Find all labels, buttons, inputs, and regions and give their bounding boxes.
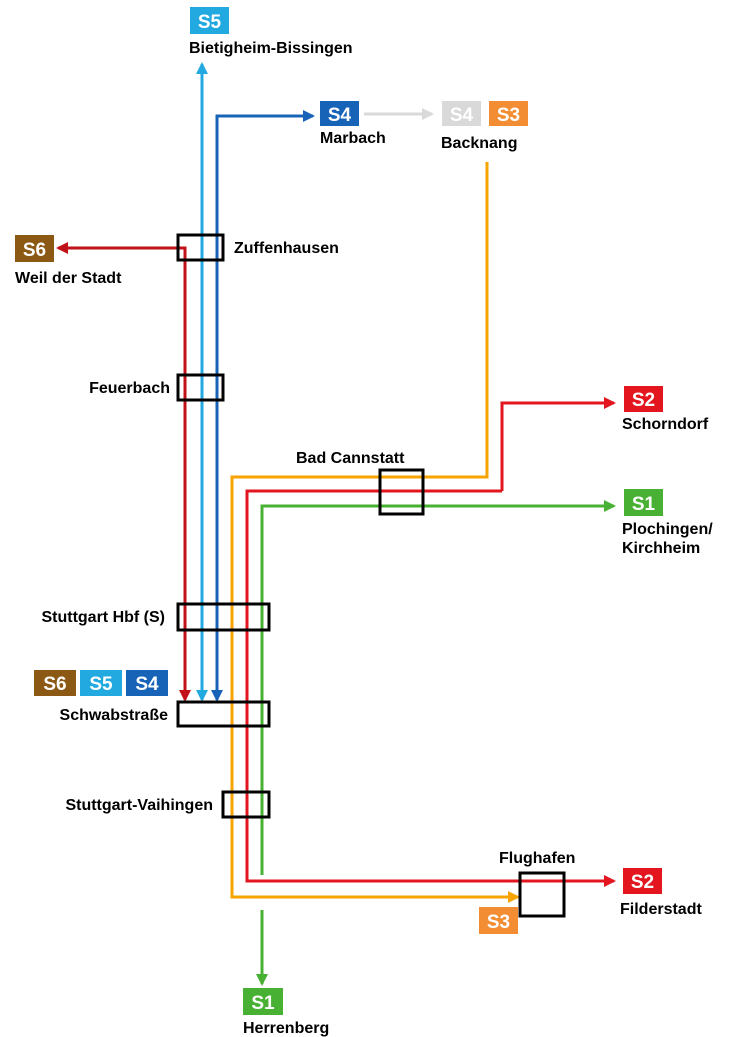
destination-bietigheim-bissingen: Bietigheim-Bissingen [189, 40, 353, 57]
badge-s3-flughafen: S3 [479, 907, 518, 934]
station-box-schwabstrasse [176, 700, 271, 728]
badge-s4-marbach: S4 [320, 101, 359, 126]
svg-text:S1: S1 [632, 494, 656, 515]
station-label-hbf: Stuttgart Hbf (S) [41, 609, 165, 626]
svg-text:S6: S6 [23, 240, 46, 261]
station-label-vaihingen: Stuttgart-Vaihingen [65, 797, 213, 814]
svg-text:S4: S4 [328, 105, 352, 126]
line-s1-plochingen [260, 500, 616, 875]
svg-text:S1: S1 [251, 993, 275, 1014]
destination-backnang: Backnang [441, 135, 517, 152]
badge-s3-backnang: S3 [489, 101, 528, 126]
badge-s4-schwabstrasse: S4 [126, 670, 168, 696]
station-label-bad-cannstatt: Bad Cannstatt [296, 450, 405, 467]
svg-text:S6: S6 [43, 674, 66, 695]
svg-text:S4: S4 [135, 674, 159, 695]
badge-s1-plochingen: S1 [624, 489, 663, 516]
station-label-schwabstrasse: Schwabstraße [60, 707, 169, 724]
line-s6 [56, 242, 187, 699]
station-box-vaihingen [221, 790, 271, 819]
station-box-feuerbach [176, 373, 225, 402]
line-s2-schorndorf [500, 397, 616, 491]
destination-herrenberg: Herrenberg [243, 1020, 329, 1037]
destination-weil-der-stadt: Weil der Stadt [15, 270, 122, 287]
svg-text:S4: S4 [450, 105, 474, 126]
badge-s4-backnang: S4 [442, 101, 481, 126]
station-label-flughafen: Flughafen [499, 850, 575, 867]
badge-s6-schwabstrasse: S6 [34, 670, 76, 696]
destination-plochingen-line1: Plochingen/ [622, 521, 713, 538]
line-s4-north [215, 110, 315, 400]
svg-text:S3: S3 [497, 105, 520, 126]
station-box-flughafen [518, 871, 566, 918]
station-box-hbf [176, 602, 271, 632]
line-s2-main [245, 489, 616, 887]
station-box-bad-cannstatt [378, 468, 425, 516]
destination-plochingen-line2: Kirchheim [622, 540, 700, 557]
line-s3 [230, 162, 520, 903]
badge-s2-filderstadt: S2 [623, 868, 662, 894]
svg-text:S5: S5 [198, 12, 222, 33]
station-box-zuffenhausen [176, 233, 225, 262]
badge-s5-schwabstrasse: S5 [80, 670, 122, 696]
svg-text:S2: S2 [632, 390, 655, 411]
destination-schorndorf: Schorndorf [622, 416, 709, 433]
badge-s1-herrenberg: S1 [243, 988, 283, 1015]
badge-s5-north: S5 [190, 7, 229, 34]
destination-filderstadt: Filderstadt [620, 901, 702, 918]
destination-marbach: Marbach [320, 130, 386, 147]
station-label-feuerbach: Feuerbach [89, 380, 170, 397]
badge-s2-schorndorf: S2 [624, 386, 663, 412]
svg-text:S2: S2 [631, 872, 654, 893]
svg-text:S5: S5 [89, 674, 113, 695]
svg-text:S3: S3 [487, 912, 510, 933]
station-label-zuffenhausen: Zuffenhausen [234, 240, 339, 257]
badge-s6-weil: S6 [15, 235, 54, 262]
